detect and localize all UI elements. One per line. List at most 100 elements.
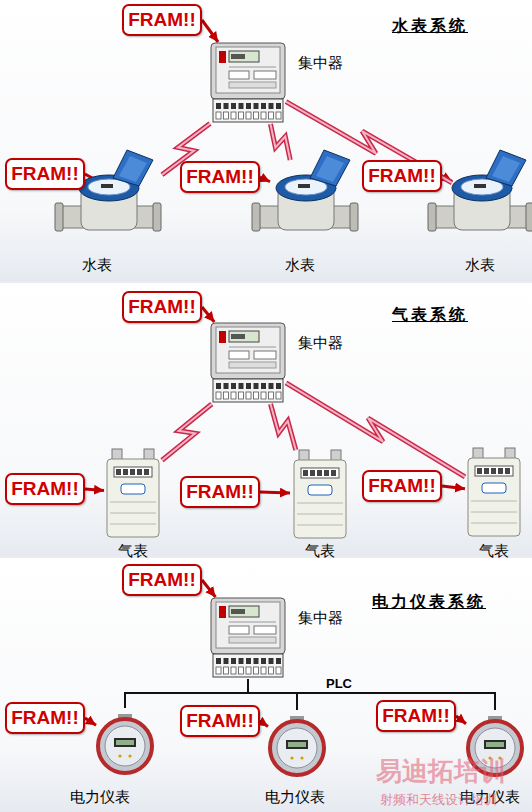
terminal (269, 103, 274, 109)
terminal (261, 112, 266, 119)
fram-callout: FRAM!! (362, 160, 442, 192)
terminal (254, 103, 259, 109)
terminal (254, 392, 259, 399)
badge (482, 483, 506, 493)
nameplate (229, 637, 276, 643)
arrow-line (260, 177, 270, 182)
meter-rim (270, 721, 324, 775)
led (118, 754, 121, 757)
terminal (246, 103, 251, 109)
section-title: 电力仪表系统 (372, 592, 486, 613)
nameplate (229, 626, 249, 634)
flange (153, 203, 161, 231)
fram-callout: FRAM!! (5, 702, 85, 734)
arrow-line (85, 718, 96, 725)
terminal-block (213, 379, 283, 402)
terminal (254, 667, 259, 674)
ridge (110, 524, 156, 525)
dial-counter (474, 184, 486, 188)
terminal (246, 383, 251, 389)
fram-callout: FRAM!! (180, 161, 260, 193)
terminal (216, 392, 221, 399)
terminal (239, 392, 244, 399)
callout-text: FRAM!! (186, 710, 254, 732)
lid (310, 150, 350, 186)
counter-digit (144, 469, 149, 475)
callout-arrow (202, 20, 218, 42)
terminal (224, 392, 229, 399)
callout-text: FRAM!! (11, 163, 79, 185)
fram-callout: FRAM!! (5, 473, 85, 505)
terminal-block (213, 99, 283, 122)
wireless-link (270, 124, 290, 160)
callout-arrow (85, 718, 96, 725)
terminal (276, 383, 281, 389)
terminal (216, 103, 221, 109)
terminal (224, 112, 229, 119)
water-meter: 水表 (110, 160, 162, 245)
panel-line (229, 67, 276, 68)
terminal (224, 103, 229, 109)
water-meter-illustration (428, 148, 532, 243)
section-title: 水表系统 (392, 16, 468, 37)
counter-digit (477, 468, 482, 474)
callout-arrow (260, 492, 290, 493)
meter-rim (98, 719, 152, 773)
flange (526, 203, 532, 231)
terminal (269, 658, 274, 664)
counter-digit (484, 468, 489, 474)
section-band (0, 558, 532, 812)
fram-callout: FRAM!! (376, 700, 456, 732)
counter-digit (331, 470, 336, 476)
fram-callout: FRAM!! (180, 705, 260, 737)
terminal (254, 112, 259, 119)
ridge (297, 525, 343, 526)
terminal (224, 658, 229, 664)
terminal (276, 103, 281, 109)
fram-callout: FRAM!! (5, 158, 85, 190)
display (229, 331, 259, 342)
watermark: 射频和天线设计培训 (380, 791, 497, 809)
flange (252, 203, 260, 231)
dial-counter (101, 184, 113, 188)
led (300, 756, 303, 759)
ridge (471, 523, 517, 524)
section-divider (0, 282, 532, 283)
ridge (110, 513, 156, 514)
device-label: 集中器 (298, 334, 343, 353)
device-label: 水表 (255, 256, 345, 275)
device-label: 电力仪表 (55, 788, 145, 807)
callout-arrow (260, 721, 268, 726)
terminal (231, 383, 236, 389)
display (114, 738, 136, 747)
counter-digit (303, 470, 308, 476)
terminal (261, 667, 266, 674)
device-label: 电力仪表 (250, 788, 340, 807)
terminal (224, 667, 229, 674)
callout-arrow (260, 177, 270, 182)
fram-callout: FRAM!! (362, 470, 442, 502)
terminal (269, 392, 274, 399)
gas-meter-illustration (104, 447, 162, 539)
badge (308, 485, 332, 495)
lightning-bolt (162, 404, 212, 460)
lid-inner (119, 156, 147, 182)
terminal (216, 383, 221, 389)
terminal (276, 667, 281, 674)
wireless-link (271, 404, 296, 450)
nameplate (254, 626, 276, 634)
indicator (219, 51, 226, 63)
ridge (297, 514, 343, 515)
arrow-line (442, 486, 465, 489)
terminal (224, 383, 229, 389)
display-screen (116, 740, 134, 745)
terminal-block (213, 654, 283, 677)
terminal (269, 112, 274, 119)
meter-body (294, 460, 346, 538)
fram-callout: FRAM!! (122, 291, 202, 323)
terminal (276, 392, 281, 399)
terminal (254, 383, 259, 389)
counter-digit (123, 469, 128, 475)
lid (486, 150, 526, 186)
